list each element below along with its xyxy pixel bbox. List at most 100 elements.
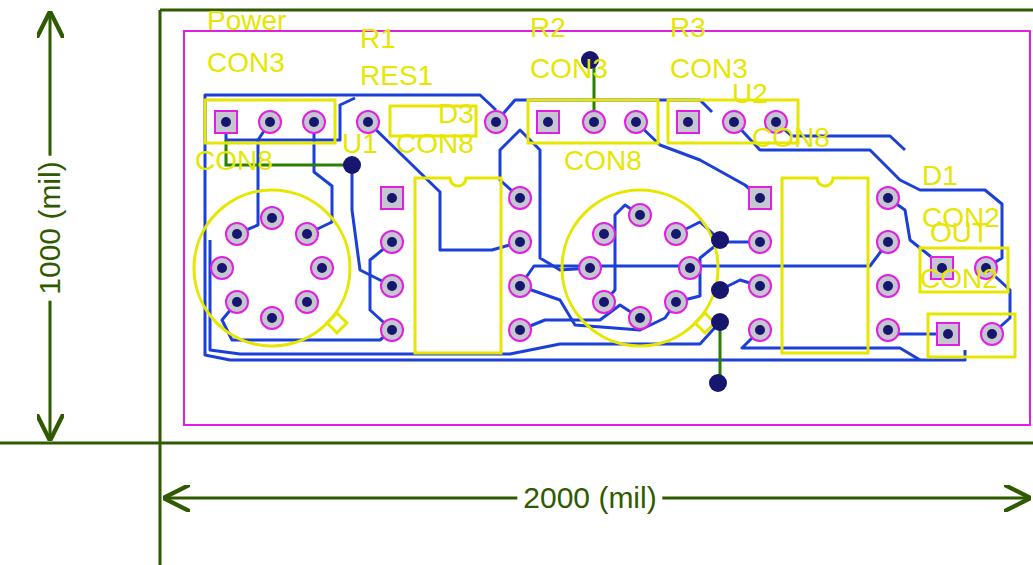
- pad: [877, 275, 899, 297]
- component-label: Power: [207, 7, 286, 35]
- component-label: CON3: [670, 55, 748, 83]
- round-pad: [629, 204, 651, 226]
- round-pad: [509, 231, 531, 253]
- drill-hole: [387, 193, 397, 203]
- pad: [211, 257, 233, 279]
- drill-hole: [515, 281, 525, 291]
- drill-hole: [883, 237, 893, 247]
- drill-hole: [671, 229, 681, 239]
- round-pad: [749, 231, 771, 253]
- drill-hole: [685, 263, 695, 273]
- round-pad: [485, 111, 507, 133]
- drill-hole: [635, 210, 645, 220]
- silkscreen-outline: [928, 314, 1015, 357]
- drill-hole: [515, 325, 525, 335]
- round-pad: [583, 111, 605, 133]
- square-pad: [677, 111, 699, 133]
- dimension-label: 2000 (mil): [517, 483, 662, 513]
- component-label: D3: [438, 100, 474, 128]
- round-pad: [509, 275, 531, 297]
- component-label: R1: [360, 25, 396, 53]
- can-outline: [194, 190, 350, 346]
- component-label: CON8: [752, 124, 830, 152]
- via: [711, 231, 729, 249]
- component-label: RES1: [360, 62, 433, 90]
- pad: [509, 319, 531, 341]
- drill-hole: [317, 263, 327, 273]
- via: [711, 313, 729, 331]
- drill-hole: [683, 117, 693, 127]
- component-label: R3: [670, 14, 706, 42]
- pad: [261, 307, 283, 329]
- pad: [877, 231, 899, 253]
- component-label: CON2: [920, 265, 998, 293]
- copper-trace: [210, 240, 720, 354]
- round-pad: [211, 257, 233, 279]
- drill-hole: [589, 117, 599, 127]
- drill-hole: [302, 297, 312, 307]
- round-pad: [311, 257, 333, 279]
- pad: [583, 111, 605, 133]
- pad: [485, 111, 507, 133]
- pad: [311, 257, 333, 279]
- drill-hole: [265, 117, 275, 127]
- round-pad: [381, 319, 403, 341]
- bottom-trace: [719, 322, 722, 383]
- drill-hole: [883, 325, 893, 335]
- round-pad: [877, 231, 899, 253]
- drill-hole: [267, 313, 277, 323]
- drill-hole: [599, 297, 609, 307]
- axis-line: [159, 10, 162, 565]
- drill-hole: [755, 281, 765, 291]
- round-pad: [303, 111, 325, 133]
- round-pad: [877, 319, 899, 341]
- can-tab: [327, 313, 347, 333]
- silkscreen-outline: [528, 100, 658, 143]
- drill-hole: [387, 237, 397, 247]
- dimension-label: 1000 (mil): [35, 155, 65, 300]
- round-pad: [259, 111, 281, 133]
- pad: [381, 275, 403, 297]
- drill-hole: [943, 329, 953, 339]
- pad: [749, 319, 771, 341]
- pad: [593, 223, 615, 245]
- pad: [381, 319, 403, 341]
- component-label: U2: [732, 80, 768, 108]
- drill-hole: [309, 117, 319, 127]
- drill-hole: [387, 325, 397, 335]
- pad: [723, 111, 745, 133]
- pad: [877, 319, 899, 341]
- drill-hole: [217, 263, 227, 273]
- component-label: R2: [530, 14, 566, 42]
- drill-hole: [363, 117, 373, 127]
- dip-outline: [415, 178, 501, 353]
- round-pad: [381, 275, 403, 297]
- square-pad: [215, 111, 237, 133]
- round-pad: [296, 291, 318, 313]
- component-label: U1: [342, 130, 378, 158]
- pad: [749, 187, 771, 209]
- pad: [226, 291, 248, 313]
- pad: [259, 111, 281, 133]
- drill-hole: [515, 193, 525, 203]
- round-pad: [261, 307, 283, 329]
- pad: [296, 223, 318, 245]
- round-pad: [665, 223, 687, 245]
- dip-outline: [782, 178, 868, 353]
- drill-hole: [987, 329, 997, 339]
- round-pad: [226, 223, 248, 245]
- drill-hole: [267, 213, 277, 223]
- copper-trace: [520, 242, 888, 286]
- round-pad: [629, 307, 651, 329]
- pad: [579, 257, 601, 279]
- round-pad: [981, 323, 1003, 345]
- drill-hole: [543, 117, 553, 127]
- round-pad: [509, 319, 531, 341]
- copper-trace: [307, 122, 332, 234]
- round-pad: [381, 231, 403, 253]
- copper-trace: [520, 286, 676, 330]
- pad: [749, 275, 771, 297]
- silkscreen-outline: [205, 100, 335, 143]
- via: [343, 156, 361, 174]
